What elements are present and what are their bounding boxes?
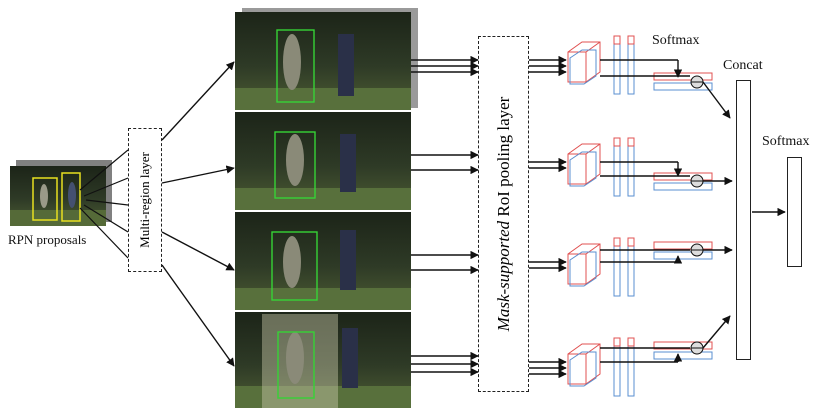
region-box-3 [271, 231, 318, 301]
branch-3-softmax-blue [653, 251, 713, 260]
branch-1-flow [600, 59, 731, 119]
regions-to-roi-arrows [411, 55, 479, 377]
branch-3-fc-2 [627, 237, 635, 297]
branch-1-fc-2 [627, 35, 635, 95]
concat-label: Concat [723, 58, 763, 73]
region-image-1 [235, 8, 418, 110]
rpn-proposals-image [10, 160, 112, 226]
branch-1-softmax-blue [653, 82, 713, 91]
branch-2-fc-2 [627, 137, 635, 197]
region-box-4 [277, 331, 315, 399]
branch-2-flow [600, 161, 733, 186]
branch-4-flow [600, 315, 731, 363]
region-box-1 [276, 29, 315, 103]
rpn-proposals-label: RPN proposals [8, 232, 87, 247]
roi-italic-text: Mask-supported [493, 220, 513, 332]
concat-layer [736, 80, 751, 360]
proposal-box-1 [32, 177, 58, 221]
roi-pooling-layer: Mask-supported RoI pooling layer [478, 36, 529, 392]
branch-3-flow [600, 245, 733, 264]
branch-4-softmax-blue [653, 351, 713, 360]
branch-3-softmax-red [653, 241, 713, 250]
proposal-box-2 [61, 172, 81, 222]
multiregion-to-regions-arrows [161, 61, 235, 367]
roi-rest-text: RoI pooling layer [493, 96, 513, 221]
branch-2-softmax-blue [653, 182, 713, 191]
branch-4-fc-2 [627, 337, 635, 397]
branch-1-fc-1 [613, 35, 621, 95]
branch-4-fc-1 [613, 337, 621, 397]
branch-3-fc-1 [613, 237, 621, 297]
multi-region-layer-label: Multi-region layer [137, 152, 152, 248]
roi-to-cubes-arrows [529, 55, 567, 379]
region-image-4 [235, 312, 411, 408]
roi-pooling-layer-label: Mask-supported RoI pooling layer [494, 97, 514, 332]
multi-region-layer: Multi-region layer [128, 128, 162, 272]
final-softmax-layer [787, 157, 802, 267]
region-image-2 [235, 112, 411, 210]
branch-4-softmax-red [653, 341, 713, 350]
branch-4 [567, 337, 713, 397]
rpn-to-multiregion-lines [79, 149, 129, 259]
branch-2 [567, 137, 713, 197]
region-box-2 [274, 131, 316, 199]
region-image-3 [235, 212, 411, 310]
branch-softmax-label: Softmax [652, 33, 700, 48]
final-softmax-label: Softmax [762, 134, 810, 149]
branch-3 [567, 237, 713, 297]
branch-2-fc-1 [613, 137, 621, 197]
